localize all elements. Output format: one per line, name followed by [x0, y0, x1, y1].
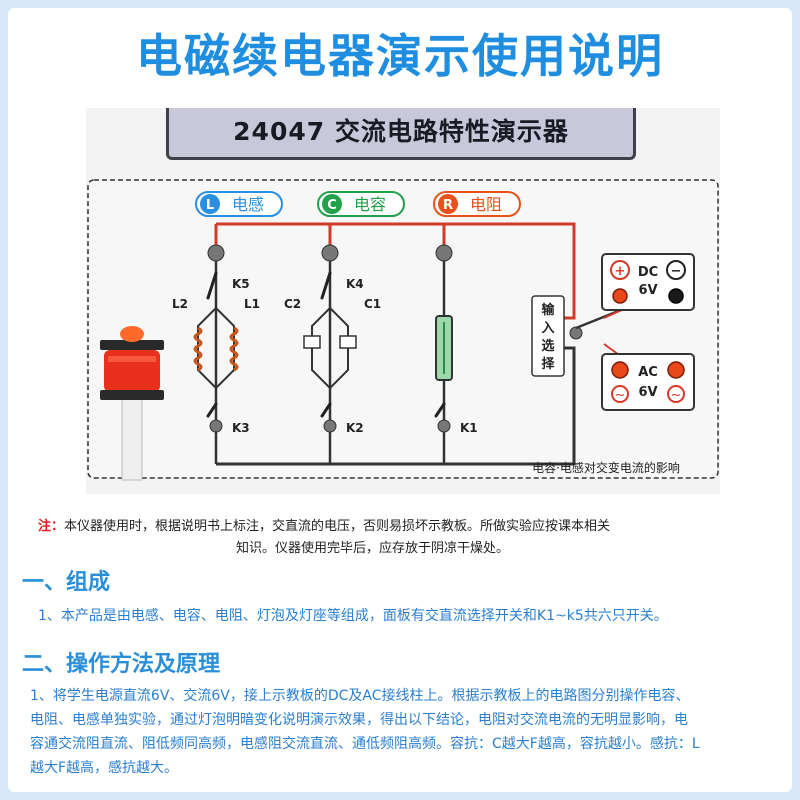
section-body-composition: 1、本产品是由电感、电容、电阻、灯泡及灯座等组成，面板有交直流选择开关和K1~k…: [38, 608, 668, 624]
terminal-post-k2: [323, 419, 337, 433]
switch-k3-label: K3: [232, 421, 250, 435]
panel-name-plate: 24047 交流电路特性演示器: [166, 108, 636, 160]
legend-label: 电容: [354, 195, 386, 214]
ac-wave-sign-1: ~: [615, 388, 626, 403]
switch-k2-label: K2: [346, 421, 364, 435]
section-title-composition: 一、组成: [22, 570, 111, 595]
legend-letter: R: [443, 198, 453, 213]
note-label: 注：: [38, 519, 65, 534]
dc-voltage: 6V: [638, 283, 657, 298]
operation-line: 电阻、电感单独实验，通过灯泡明暗变化说明演示效果，得出以下结论，电阻对交流电流的…: [30, 712, 688, 728]
capacitor-c2-label: C2: [284, 297, 301, 311]
dc-minus-sign: −: [671, 264, 682, 279]
inductor-l2-label: L2: [172, 297, 188, 311]
dc-red-jack: [612, 288, 628, 304]
capacitor-c1: [339, 335, 357, 349]
ac-wave-sign-2: ~: [671, 388, 682, 403]
legend-letter: L: [206, 198, 214, 213]
switch-k2-lever: [320, 402, 332, 418]
bottom-bus-wire: [216, 346, 576, 466]
inductor-l1-label: L1: [244, 297, 260, 311]
dc-minus-icon: [666, 260, 686, 280]
legend-label: 电感: [232, 195, 264, 214]
ac-label: AC: [638, 365, 658, 380]
switch-k5-label: K5: [232, 277, 250, 291]
usage-note: 注：本仪器使用时，根据说明书上标注，交直流的电压，否则易损坏示教板。所做实验应按…: [38, 516, 768, 560]
inductor-l2: [193, 326, 203, 372]
operation-line: 容通交流阻直流、阻低频同高频，电感阻交流直流、通低频阻高频。容抗：C越大F越高，…: [30, 736, 700, 752]
capacitor-c2: [303, 335, 321, 349]
circuit-diagram: 输 入 选 择 + − DC 6V AC 6V ~ ~ L 电感 C 电容 R …: [87, 179, 719, 481]
input-select-box: [531, 295, 565, 377]
legend-l: L 电感: [195, 191, 283, 217]
terminal-post-r: [435, 244, 453, 262]
switch-k1-lever: [434, 402, 446, 418]
dc-black-jack: [668, 288, 684, 304]
page-title: 电磁续电器演示使用说明: [136, 29, 664, 83]
note-line-2: 知识。仪器使用完毕后，应存放于阴凉干燥处。: [236, 541, 510, 556]
switch-k4-label: K4: [346, 277, 364, 291]
ac-jack-2: [667, 361, 685, 379]
legend-letter: C: [327, 198, 337, 213]
top-bus-wire: [216, 222, 576, 320]
panel-caption: 电容·电感对交变电流的影响: [532, 460, 680, 475]
ac-wave-icon-2: [667, 385, 685, 403]
operation-line: 越大F越高，感抗越大。: [30, 760, 179, 776]
terminal-post-k3: [209, 419, 223, 433]
dc-label: DC: [638, 265, 658, 280]
terminal-post-k4: [321, 244, 339, 262]
terminal-post-k1: [437, 419, 451, 433]
terminal-post-k5: [207, 244, 225, 262]
coil-module: [100, 326, 164, 481]
terminal-post-select: [569, 326, 583, 340]
ac-voltage: 6V: [638, 385, 657, 400]
inductor-l1: [229, 326, 239, 372]
dc-plus-icon: [610, 260, 630, 280]
switch-k4-lever: [320, 271, 332, 300]
dc-plus-sign: +: [615, 264, 626, 279]
legend-c: C 电容: [317, 191, 405, 217]
input-select-char: 择: [541, 356, 555, 372]
input-select-char: 入: [541, 321, 554, 336]
input-select-char: 选: [541, 338, 554, 354]
switch-k5-lever: [206, 271, 218, 300]
switch-k1-label: K1: [460, 421, 478, 435]
note-line-1: 本仪器使用时，根据说明书上标注，交直流的电压，否则易损坏示教板。所做实验应按课本…: [64, 519, 611, 534]
switch-k3-lever: [206, 402, 218, 418]
operation-line: 1、将学生电源直流6V、交流6V，接上示教板的DC及AC接线柱上。根据示教板上的…: [30, 688, 690, 704]
section-title-operation: 二、操作方法及原理: [22, 652, 221, 677]
legend-label: 电阻: [470, 195, 502, 214]
input-select-char: 输: [541, 302, 555, 318]
ac-wave-icon-1: [611, 385, 629, 403]
section-body-operation: 1、将学生电源直流6V、交流6V，接上示教板的DC及AC接线柱上。根据示教板上的…: [30, 684, 792, 780]
capacitor-c1-label: C1: [364, 297, 381, 311]
ac-jack-1: [611, 361, 629, 379]
legend-r: R 电阻: [433, 191, 521, 217]
board-border: [87, 179, 719, 479]
